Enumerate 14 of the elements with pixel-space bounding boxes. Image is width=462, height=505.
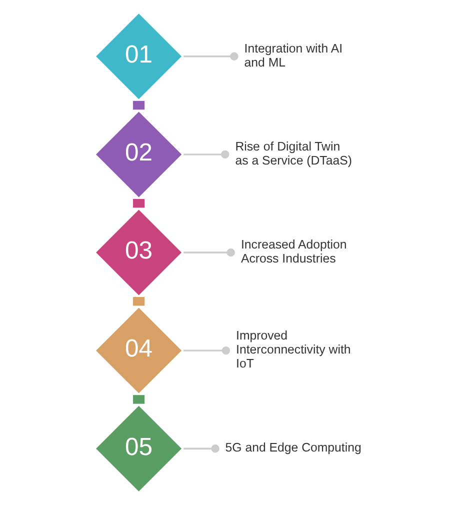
node-text: Integration with AI and ML (244, 41, 342, 70)
node-text: Improved Interconnectivity with IoT (236, 328, 350, 370)
connector (132, 198, 144, 208)
node-text: 5G and Edge Computing (224, 440, 361, 455)
connector (132, 100, 144, 110)
node-text: Increased Adoption Across Industries (240, 237, 346, 266)
node-text: Rise of Digital Twin as a Service (DTaaS) (234, 139, 352, 168)
connector (183, 346, 230, 355)
connector (132, 395, 144, 404)
connector (183, 444, 219, 453)
connector (183, 52, 238, 60)
connector (183, 150, 229, 159)
connector (132, 297, 144, 306)
connector (183, 248, 234, 257)
